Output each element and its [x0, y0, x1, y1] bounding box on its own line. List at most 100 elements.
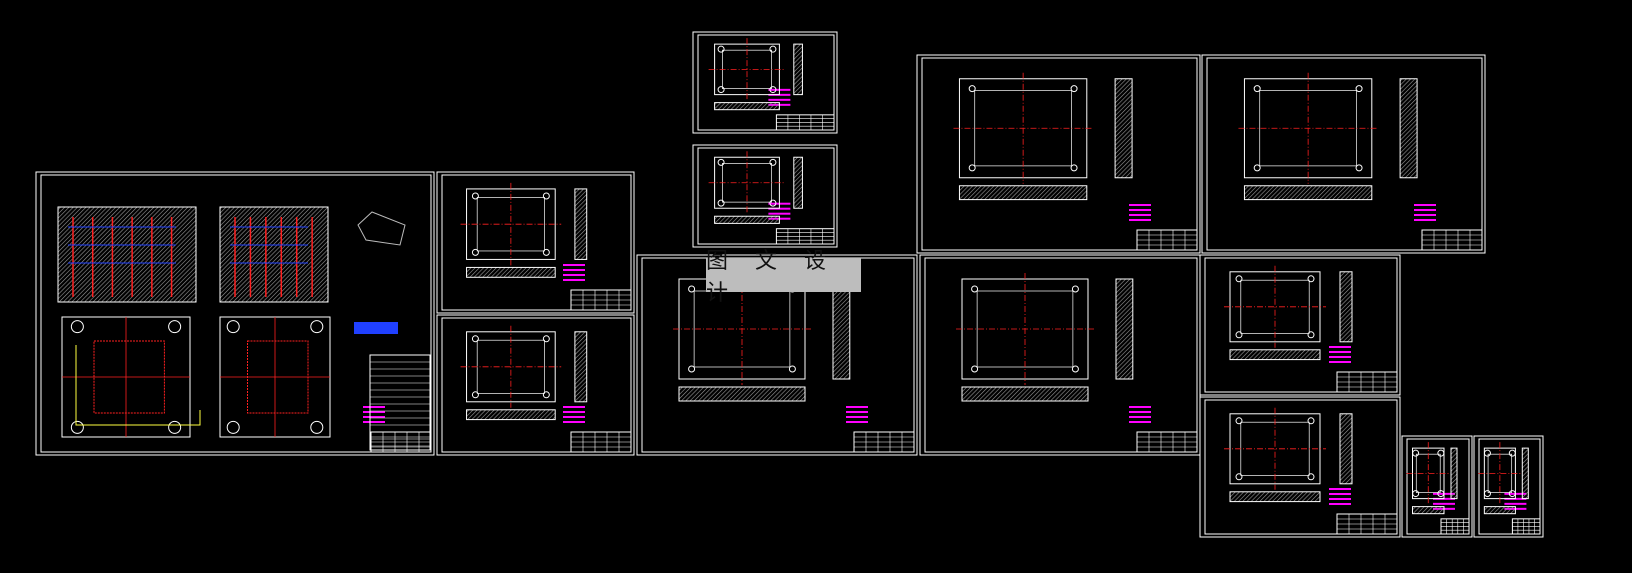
hole-circle: [1307, 417, 1315, 425]
hole-circle: [769, 199, 777, 207]
part-section-view: [1483, 506, 1516, 515]
drawing-sheet-9: [919, 254, 1201, 456]
drawing-sheet-1: [35, 171, 435, 456]
hole-circle: [788, 365, 796, 373]
sheet-outer-border: [1473, 435, 1544, 538]
hole-circle: [542, 192, 550, 200]
part-section-view: [714, 102, 780, 111]
sheet-outer-border: [436, 171, 635, 314]
hole-circle: [471, 335, 479, 343]
hole-circle: [1412, 449, 1420, 457]
sheet-outer-border: [35, 171, 435, 456]
bill-of-materials-table: [369, 354, 431, 451]
hole-circle: [1483, 490, 1491, 498]
sheet-outer-border: [1199, 254, 1401, 396]
part-section-view: [1412, 506, 1445, 515]
technical-note-line: [1129, 219, 1151, 221]
technical-note-line: [846, 406, 868, 408]
hole-circle: [1071, 285, 1079, 293]
product-isometric-view: [357, 211, 406, 246]
guide-pillar-hole: [168, 420, 182, 434]
technical-note-line: [363, 421, 385, 423]
sheet-outer-border: [1401, 435, 1473, 538]
hole-circle: [1070, 164, 1078, 172]
part-side-section: [1339, 271, 1353, 343]
part-section-view: [1229, 491, 1321, 503]
hole-circle: [1071, 365, 1079, 373]
technical-note-line: [768, 212, 791, 215]
drawing-sheet-10: [1199, 254, 1401, 396]
hole-circle: [1070, 85, 1078, 93]
drawing-sheet-11: [1199, 396, 1401, 538]
part-side-section: [1399, 78, 1418, 179]
hole-circle: [968, 85, 976, 93]
guide-pillar-hole: [226, 420, 240, 434]
technical-note-line: [768, 98, 791, 101]
drawing-sheet-2: [436, 171, 635, 314]
hole-circle: [717, 199, 725, 207]
part-side-section: [574, 188, 588, 260]
sheet-inner-border: [1204, 257, 1398, 393]
hole-circle: [1355, 164, 1363, 172]
sheet-outer-border: [692, 31, 838, 134]
technical-note-line: [563, 269, 585, 271]
hole-circle: [471, 391, 479, 399]
hole-circle: [1307, 473, 1315, 481]
guide-pillar-hole: [70, 420, 84, 434]
hole-circle: [968, 164, 976, 172]
technical-note-line: [1414, 209, 1436, 211]
sheet-outer-border: [916, 54, 1201, 254]
part-side-section: [1339, 413, 1353, 485]
hole-circle: [542, 391, 550, 399]
part-section-view: [678, 386, 806, 402]
hole-circle: [769, 45, 777, 53]
technical-note-line: [563, 264, 585, 266]
assembly-section-view: [57, 206, 197, 303]
guide-pillar-hole: [310, 320, 324, 334]
technical-note-line: [1433, 502, 1455, 505]
technical-note-line: [1129, 416, 1151, 418]
hole-circle: [769, 86, 777, 94]
sheet-inner-border: [697, 147, 835, 245]
sheet-inner-border: [1406, 438, 1470, 535]
hole-circle: [1437, 490, 1445, 498]
hole-circle: [1508, 490, 1516, 498]
technical-note-line: [563, 421, 585, 423]
hole-circle: [1235, 473, 1243, 481]
technical-note-line: [1504, 502, 1527, 505]
technical-note-line: [1329, 488, 1351, 490]
assembly-views: [57, 206, 431, 451]
technical-note-line: [363, 406, 385, 408]
technical-note-line: [563, 274, 585, 276]
leader-line: [75, 345, 201, 426]
technical-note-line: [563, 416, 585, 418]
technical-note-line: [1414, 219, 1436, 221]
hole-circle: [542, 248, 550, 256]
technical-note-line: [1329, 361, 1351, 363]
hole-circle: [1253, 164, 1261, 172]
guide-pillar-hole: [168, 320, 182, 334]
sheet-inner-border: [1206, 57, 1483, 251]
drawing-sheet-3: [436, 314, 635, 456]
hole-circle: [1235, 331, 1243, 339]
part-side-section: [1114, 78, 1133, 179]
technical-note-line: [1129, 214, 1151, 216]
sheet-inner-border: [441, 174, 632, 311]
part-section-view: [958, 185, 1088, 201]
sheet-inner-border: [1204, 399, 1398, 535]
part-side-section: [793, 156, 803, 209]
technical-note-line: [1329, 503, 1351, 505]
hole-circle: [1412, 490, 1420, 498]
technical-note-line: [1129, 411, 1151, 413]
hole-circle: [971, 285, 979, 293]
hole-circle: [1483, 449, 1491, 457]
hole-circle: [769, 158, 777, 166]
hole-circle: [1253, 85, 1261, 93]
hole-circle: [717, 86, 725, 94]
part-section-view: [466, 409, 556, 421]
technical-note-line: [1329, 498, 1351, 500]
sheet-inner-border: [921, 57, 1198, 251]
part-side-section: [1450, 447, 1458, 500]
part-side-section: [1115, 278, 1134, 380]
